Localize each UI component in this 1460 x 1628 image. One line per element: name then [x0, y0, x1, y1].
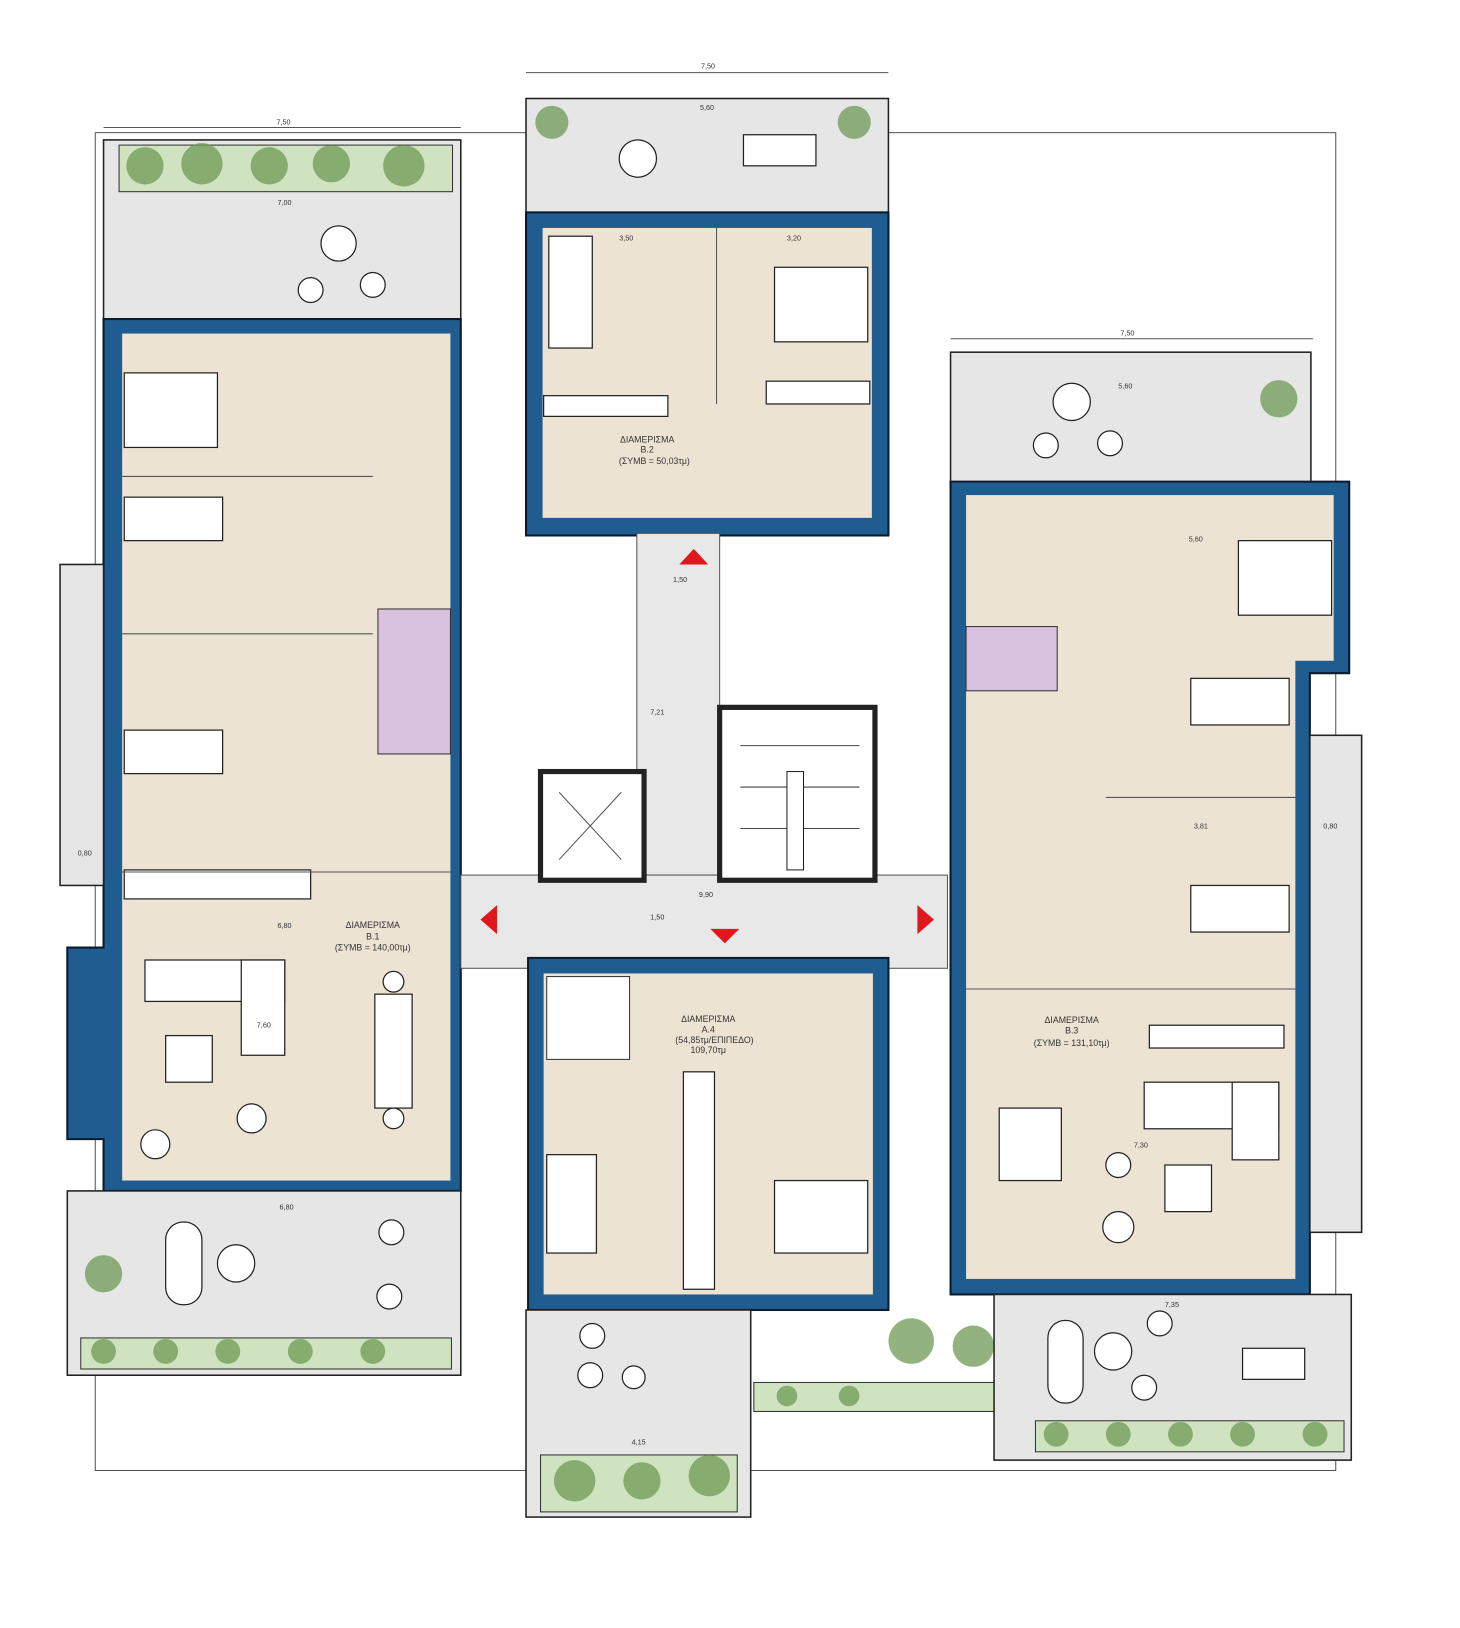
arrow-right-icon	[917, 905, 934, 935]
dim-b1-living: 6,80	[278, 921, 292, 930]
dim-b3-terrace: 5,60	[1118, 381, 1132, 390]
apartment-b1-code: Β.1	[366, 931, 379, 941]
dim-b2-room1: 3,50	[619, 233, 633, 242]
dim-b2-terrace: 5,60	[700, 103, 714, 112]
dim-corridor-length: 7,21	[650, 708, 664, 717]
dim-b1-bottom-terrace: 6,80	[280, 1203, 294, 1212]
circulation-core: 1,50 7,21 9,90 1,50	[460, 532, 948, 969]
dim-b2-room2: 3,20	[787, 233, 801, 242]
apartment-b3-title: ΔΙΑΜΕΡΙΣΜΑ	[1045, 1015, 1099, 1025]
dim-hall-length: 9,90	[699, 890, 713, 899]
apartment-a4-total: 109,70τμ	[691, 1045, 726, 1055]
dim-top-left: 7,50	[276, 117, 290, 126]
apartment-b3: 5,60 5,60 3,81 7,30 ΔΙΑΜΕΡΙΣΜΑ Β.3 (ΣΥΜΒ…	[949, 351, 1363, 1461]
dim-right-balcony: 0,80	[1323, 821, 1337, 830]
dim-left-terrace: 7,00	[278, 198, 292, 207]
apartment-a4-code: Α.4	[702, 1024, 715, 1034]
dim-a4-terrace: 4,15	[632, 1438, 646, 1447]
dim-b3-bed2: 3,81	[1194, 821, 1208, 830]
apartment-b1-area: (ΣΥΜΒ = 140,00τμ)	[335, 943, 411, 953]
apartment-a4-title: ΔΙΑΜΕΡΙΣΜΑ	[681, 1014, 735, 1024]
apartment-b3-code: Β.3	[1065, 1026, 1078, 1036]
dim-b3-bed: 5,60	[1189, 535, 1203, 544]
dim-top-center: 7,50	[701, 61, 715, 70]
apartment-b2-area: (ΣΥΜΒ = 50,03τμ)	[619, 456, 690, 466]
elevator	[537, 768, 647, 883]
apartment-b2: 5,60 3,50 3,20 ΔΙΑΜΕΡΙΣΜΑ Β.2 (ΣΥΜΒ = 50…	[524, 97, 890, 537]
apartment-b1-title: ΔΙΑΜΕΡΙΣΜΑ	[346, 920, 400, 930]
dim-b1-living-h: 7,60	[257, 1020, 271, 1029]
apartment-b2-code: Β.2	[641, 445, 654, 455]
apartment-a4-area: (54,85τμ/ΕΠΙΠΕΔΟ)	[675, 1035, 753, 1045]
arrow-down-icon	[710, 928, 740, 944]
arrow-up-icon	[679, 548, 709, 565]
dim-left-balcony: 0,80	[78, 848, 92, 857]
dim-top-right: 7,50	[1120, 329, 1134, 338]
apartment-a4: ΔΙΑΜΕΡΙΣΜΑ Α.4 (54,85τμ/ΕΠΙΠΕΔΟ) 109,70τ…	[525, 956, 1022, 1518]
apartment-b1: 7,00 0,80 6,80 7,60 ΔΙΑΜΕΡΙΣΜΑ Β.1 (ΣΥΜΒ…	[59, 139, 462, 1376]
dim-b3-living: 7,30	[1134, 1140, 1148, 1149]
dim-hall-width: 1,50	[650, 913, 664, 922]
apartment-b3-area: (ΣΥΜΒ = 131,10τμ)	[1034, 1038, 1110, 1048]
dim-b3-bottom-terrace: 7,35	[1165, 1300, 1179, 1309]
apartment-b2-title: ΔΙΑΜΕΡΙΣΜΑ	[620, 434, 674, 444]
dim-corridor-width: 1,50	[673, 575, 687, 584]
arrow-left-icon	[480, 905, 498, 935]
